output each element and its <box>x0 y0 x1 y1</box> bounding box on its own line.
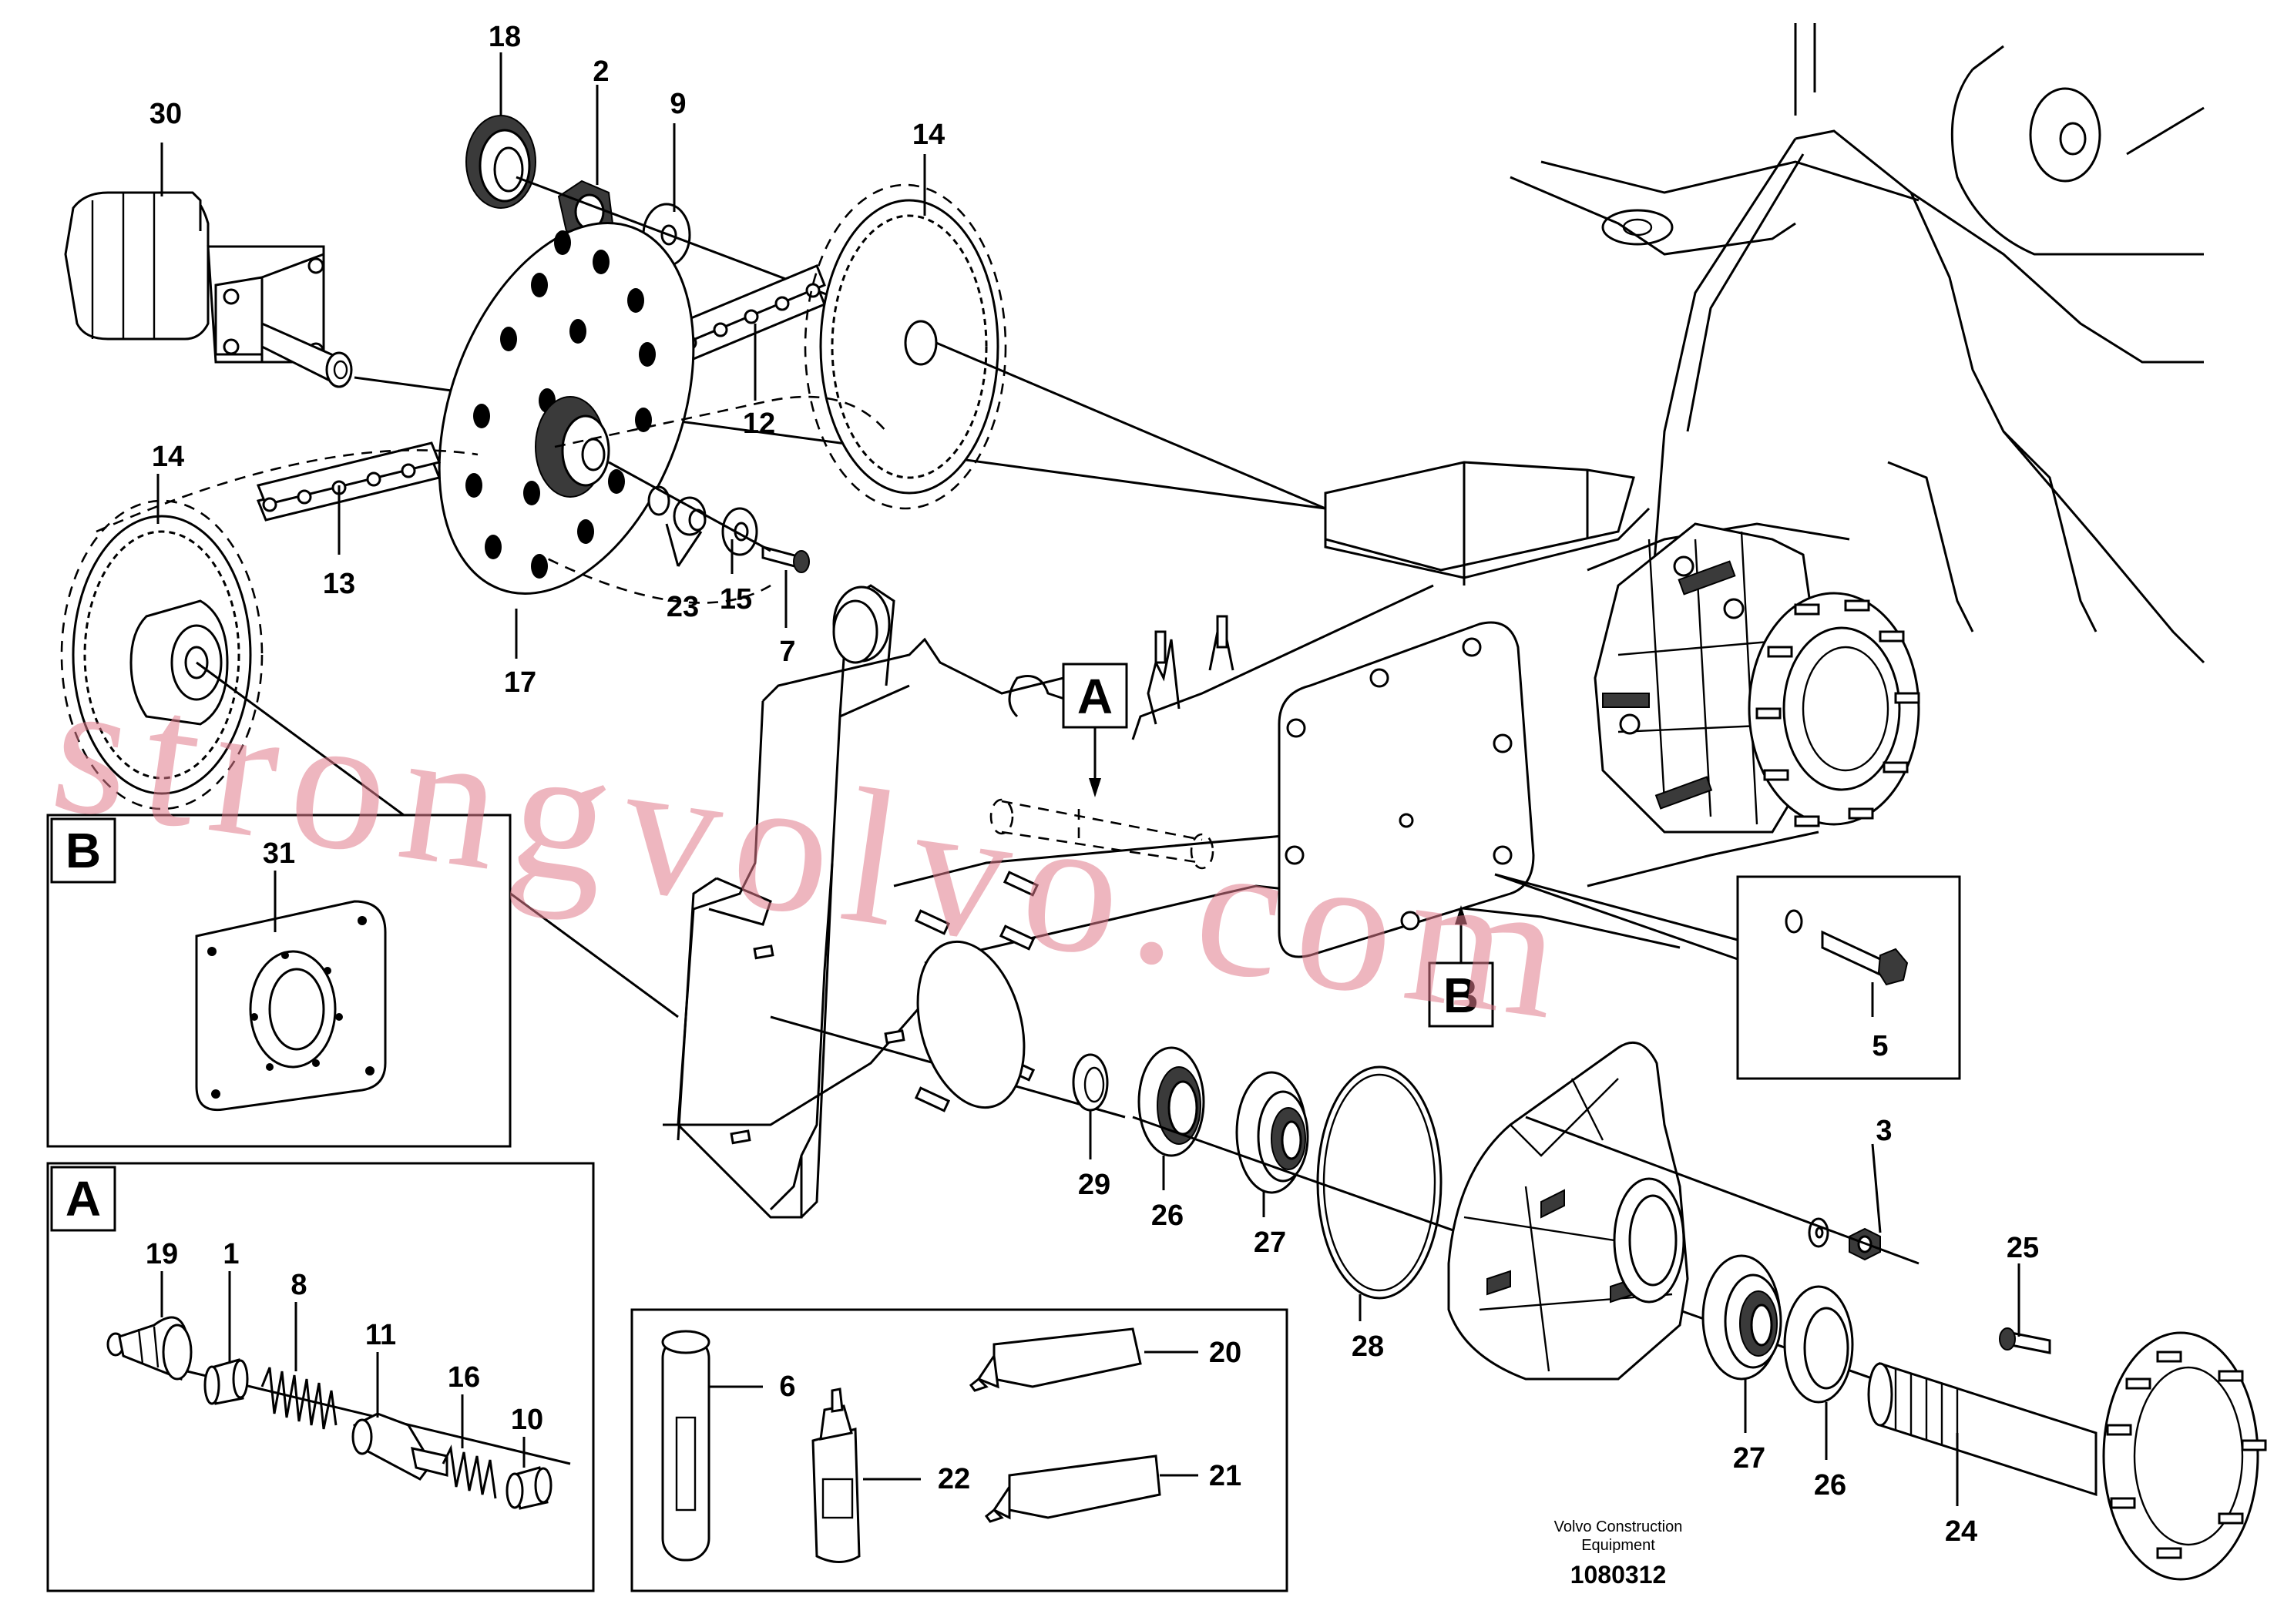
seal-18 <box>465 115 536 209</box>
callout-9: 9 <box>670 88 686 120</box>
side-plate-housing <box>677 584 1228 1219</box>
callout-30: 30 <box>149 98 182 130</box>
footer-company-line2: Equipment <box>1581 1537 1655 1554</box>
callout-numbers: 18 2 9 14 30 12 14 13 23 15 7 17 31 5 3 … <box>146 21 2039 1548</box>
tube-21 <box>984 1455 1161 1523</box>
callout-24: 24 <box>1945 1515 1977 1548</box>
inset-b-letter-box <box>50 817 116 884</box>
seal-26-upper <box>1137 1046 1205 1157</box>
cover-plate <box>1278 621 1535 958</box>
inset-a-letter-box <box>50 1166 116 1232</box>
bottle-22 <box>811 1387 861 1563</box>
title-block: Volvo Construction Equipment 1080312 <box>1554 1518 1683 1589</box>
cap-10 <box>505 1466 553 1510</box>
callout-25: 25 <box>2007 1232 2039 1264</box>
axis-line-spacers <box>608 461 771 552</box>
chain-13 <box>256 441 442 522</box>
callout-22: 22 <box>938 1463 970 1495</box>
sleeve-1 <box>203 1358 249 1405</box>
callout-5: 5 <box>1872 1030 1888 1062</box>
hub-upper <box>1594 522 1920 834</box>
bearing-27-lower <box>1701 1254 1782 1381</box>
o-ring-28 <box>1316 1065 1443 1300</box>
frame-structure <box>663 23 2205 1126</box>
axle-shaft-24 <box>1867 1331 2267 1581</box>
callout-19: 19 <box>146 1238 178 1270</box>
footer-company-line1: Volvo Construction <box>1554 1518 1683 1535</box>
callout-11: 11 <box>365 1319 396 1351</box>
svg-text:A: A <box>65 1171 101 1226</box>
sleeve-6 <box>661 1330 710 1562</box>
chain-12 <box>677 264 826 364</box>
sprocket-14-upper <box>804 183 1007 510</box>
callout-29: 29 <box>1078 1169 1110 1201</box>
consumables-box <box>630 1308 1288 1592</box>
tube-20 <box>969 1327 1142 1392</box>
callout-16: 16 <box>448 1361 480 1394</box>
callout-13: 13 <box>323 568 355 600</box>
cover-disc <box>916 940 1026 1109</box>
inset-5-pointer <box>1494 873 1738 961</box>
callout-15: 15 <box>720 583 752 616</box>
callout-14-upper: 14 <box>912 119 945 151</box>
callout-26-upper: 26 <box>1151 1200 1184 1232</box>
callout-10: 10 <box>511 1404 543 1436</box>
callout-21: 21 <box>1209 1460 1241 1492</box>
svg-text:A: A <box>1077 669 1113 724</box>
sprocket-carrier-17 <box>438 222 695 595</box>
callout-2: 2 <box>593 55 609 88</box>
callout-12: 12 <box>743 408 775 440</box>
axis-line-sprocket <box>935 341 1326 510</box>
seal-26-lower <box>1783 1285 1854 1404</box>
callout-28: 28 <box>1352 1330 1384 1363</box>
washer-3 <box>1808 1217 1829 1248</box>
callout-14-lower: 14 <box>152 441 184 473</box>
callout-17: 17 <box>504 666 536 699</box>
bolt-7 <box>761 545 810 573</box>
inset-a-axis <box>123 1354 571 1465</box>
callout-1: 1 <box>223 1238 239 1270</box>
callout-3: 3 <box>1876 1115 1892 1147</box>
callout-7: 7 <box>779 636 795 668</box>
stud-bolts <box>730 615 1228 1145</box>
callout-23: 23 <box>667 591 699 623</box>
plug-19 <box>106 1316 193 1381</box>
inset-box-bolt-5 <box>1736 875 1961 1080</box>
callout-26-lower: 26 <box>1814 1469 1846 1502</box>
hidden-shaft <box>989 798 1214 870</box>
callout-31: 31 <box>263 837 295 870</box>
callout-leaders <box>156 52 2020 1506</box>
callout-6: 6 <box>779 1371 795 1403</box>
callout-27-lower: 27 <box>1733 1442 1765 1475</box>
bolt-25 <box>1999 1327 2051 1354</box>
washer-15 <box>721 507 758 556</box>
inset-box-a: A <box>46 1162 595 1592</box>
callout-20: 20 <box>1209 1337 1241 1369</box>
callout-8: 8 <box>291 1269 307 1301</box>
sprocket-14-lower <box>60 395 887 810</box>
callout-18: 18 <box>489 21 521 53</box>
axis-line-nut <box>1525 1116 1920 1265</box>
spring-16 <box>442 1444 497 1499</box>
spring-8 <box>260 1367 338 1430</box>
seal-29 <box>1072 1053 1109 1112</box>
svg-text:B: B <box>65 823 101 878</box>
inset-box-b: B <box>46 814 512 1148</box>
svg-text:B: B <box>1443 968 1479 1023</box>
detail-marker-a: A <box>1062 663 1128 797</box>
hydraulic-motor <box>64 191 353 388</box>
bearing-27-upper <box>1235 1071 1309 1194</box>
drawing-number: 1080312 <box>1570 1561 1667 1589</box>
detail-marker-b: B <box>1428 905 1494 1028</box>
callout-27-upper: 27 <box>1254 1226 1286 1259</box>
mounting-plate-31 <box>195 900 387 1112</box>
hub-housing <box>1447 1041 1689 1381</box>
